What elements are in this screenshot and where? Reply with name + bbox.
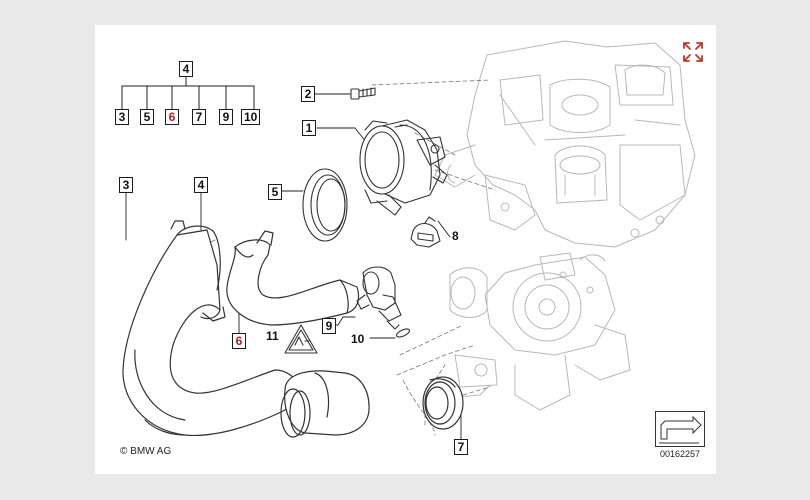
turbocharger-drawing bbox=[449, 252, 631, 411]
callout-1: 1 bbox=[302, 120, 316, 136]
document-number: 00162257 bbox=[660, 449, 701, 459]
part-5-seal-ring bbox=[302, 168, 348, 242]
callout-8: 8 bbox=[452, 229, 459, 243]
callout-2: 2 bbox=[301, 86, 315, 102]
callout-7: 7 bbox=[454, 439, 468, 455]
callout-11: 11 bbox=[266, 329, 279, 343]
part-7-connector bbox=[280, 370, 464, 438]
callout-tree-9: 9 bbox=[219, 109, 233, 125]
callout-9: 9 bbox=[322, 318, 336, 334]
part-10-o-ring bbox=[395, 328, 411, 338]
callout-tree-3: 3 bbox=[115, 109, 129, 125]
callout-3: 3 bbox=[119, 177, 133, 193]
callout-6-highlighted: 6 bbox=[232, 333, 246, 349]
callout-5: 5 bbox=[268, 184, 282, 200]
part-2-bolt bbox=[350, 87, 376, 100]
engine-block-drawing bbox=[434, 40, 696, 248]
callout-tree-lines bbox=[121, 71, 255, 110]
part-11-warning-label bbox=[284, 324, 318, 354]
parts-drawing bbox=[121, 40, 696, 453]
expand-arrows-icon[interactable] bbox=[682, 41, 704, 63]
callout-tree-10: 10 bbox=[241, 109, 261, 125]
callout-4-parent: 4 bbox=[179, 61, 193, 77]
callout-tree-5: 5 bbox=[140, 109, 154, 125]
callout-10: 10 bbox=[351, 332, 365, 346]
callout-4: 4 bbox=[194, 177, 208, 193]
callout-tree-6-highlighted: 6 bbox=[165, 109, 179, 125]
callout-tree-7: 7 bbox=[192, 109, 206, 125]
corner-arrow-icon bbox=[655, 411, 705, 447]
callout-leader-lines bbox=[125, 93, 462, 453]
part-9-outlet bbox=[356, 266, 402, 330]
diagram-sheet: 4 3 5 6 7 9 10 2 1 5 3 4 8 9 6 11 10 7 ©… bbox=[95, 25, 716, 474]
part-1-throttle-body bbox=[359, 119, 448, 216]
copyright-text: © BMW AG bbox=[120, 446, 172, 457]
part-8-clamp bbox=[410, 216, 441, 248]
part-6-hose bbox=[226, 230, 360, 326]
